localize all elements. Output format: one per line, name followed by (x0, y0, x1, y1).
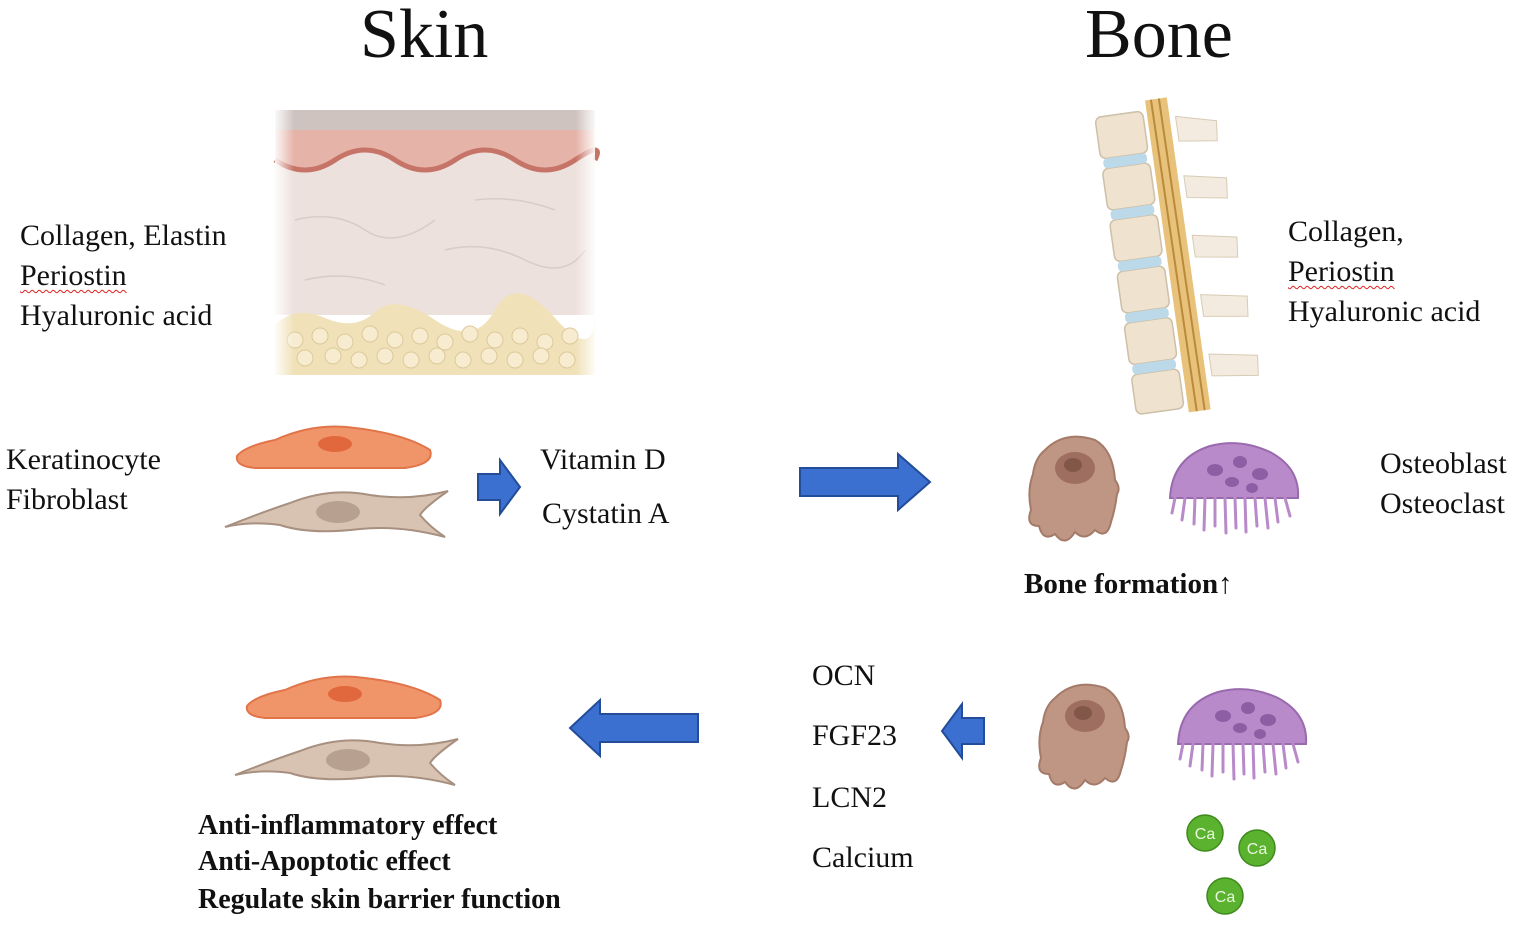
osteoblast-cell (1038, 683, 1130, 790)
skin-matrix-list: Collagen, Elastin Periostin Hyaluronic a… (20, 216, 227, 336)
large-arrow-left (568, 697, 699, 759)
fibroblast-cell (224, 490, 449, 538)
osteoclast-cell (1176, 688, 1308, 781)
small-arrow-right (477, 456, 522, 518)
bone-cell-label: Osteoclast (1380, 487, 1505, 520)
bone-factor-calcium: Calcium (812, 841, 914, 874)
fibroblast-cell (234, 738, 459, 786)
bone-formation-label: Bone formation↑ (1024, 568, 1233, 600)
large-arrow-right (799, 451, 932, 513)
osteoclast-cell (1168, 442, 1300, 535)
bone-factor-lcn2: LCN2 (812, 781, 887, 814)
bone-matrix-item: Collagen, (1288, 215, 1404, 248)
skin-effect-item: Anti-inflammatory effect (198, 810, 498, 841)
bone-title: Bone (1085, 0, 1233, 73)
osteoblast-cell (1028, 435, 1120, 542)
calcium-ion-icon: Ca (1238, 829, 1276, 867)
bone-cells-list: Osteoblast Osteoclast (1380, 444, 1507, 524)
keratinocyte-cell (245, 675, 442, 719)
skin-effect-item: Regulate skin barrier function (198, 884, 561, 915)
skin-cell-label: Keratinocyte (6, 443, 161, 476)
bone-cell-label: Osteoblast (1380, 447, 1507, 480)
bone-matrix-item: Hyaluronic acid (1288, 295, 1481, 328)
spine-illustration (1094, 97, 1259, 415)
skin-matrix-item: Collagen, Elastin (20, 219, 227, 252)
bone-matrix-item: Periostin (1288, 255, 1395, 288)
small-arrow-left (940, 700, 985, 762)
bone-factor-ocn: OCN (812, 659, 876, 692)
calcium-ion-label: Ca (1247, 841, 1268, 858)
bone-factor-fgf23: FGF23 (812, 719, 898, 752)
skin-factor-vitamin-d: Vitamin D (540, 443, 666, 476)
bone-matrix-list: Collagen, Periostin Hyaluronic acid (1288, 212, 1480, 332)
skin-effects-list: Anti-inflammatory effect Anti-Apoptotic … (198, 808, 561, 918)
keratinocyte-cell (235, 425, 432, 469)
calcium-ion-icon: Ca (1206, 877, 1244, 915)
calcium-ion-icon: Ca (1186, 814, 1224, 852)
skin-cells-list: Keratinocyte Fibroblast (6, 440, 161, 520)
calcium-ion-label: Ca (1195, 826, 1216, 843)
skin-title: Skin (360, 0, 489, 73)
skin-factor-cystatin-a: Cystatin A (542, 497, 670, 530)
skin-matrix-item: Hyaluronic acid (20, 299, 213, 332)
skin-effect-item: Anti-Apoptotic effect (198, 846, 451, 877)
skin-cross-section-illustration (273, 100, 600, 375)
skin-matrix-item: Periostin (20, 259, 127, 292)
calcium-ion-label: Ca (1215, 889, 1236, 906)
skin-cell-label: Fibroblast (6, 483, 128, 516)
